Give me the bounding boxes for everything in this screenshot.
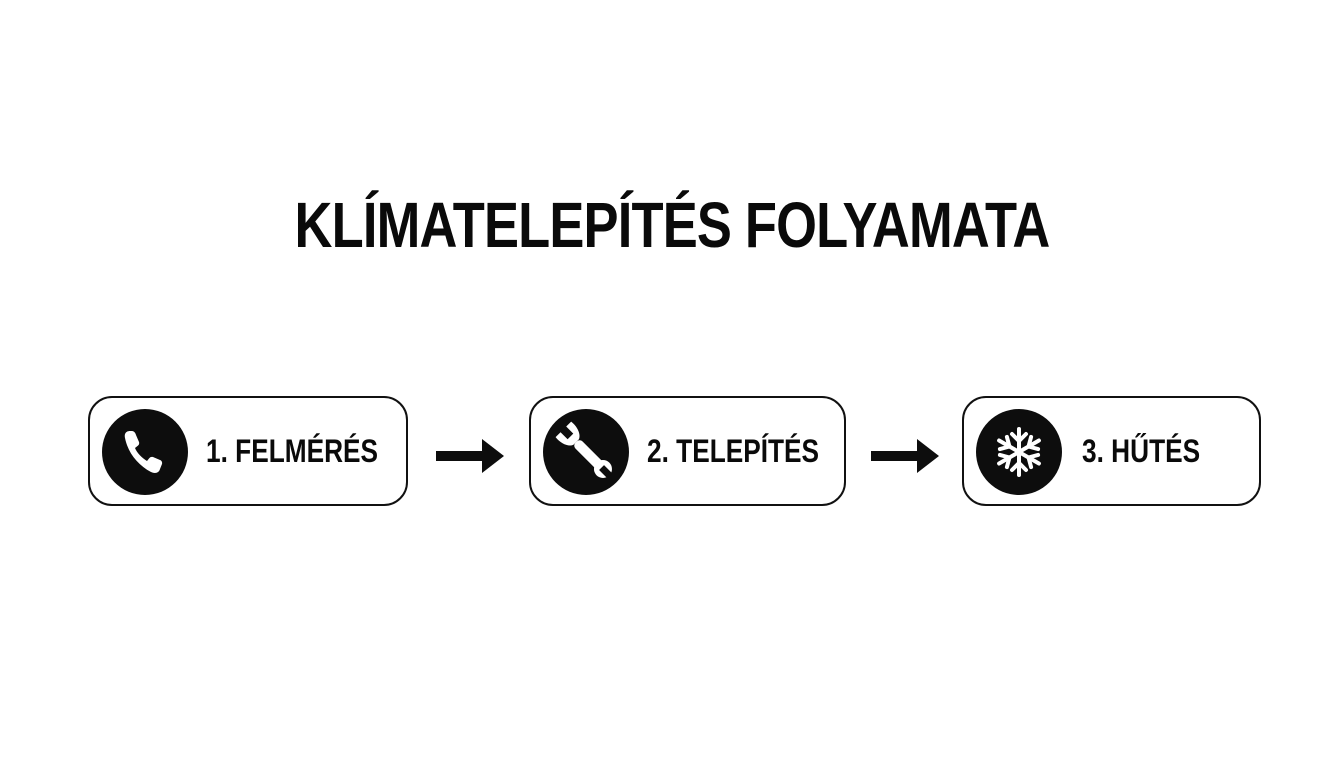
step-label: 1. FELMÉRÉS	[206, 433, 379, 469]
phone-icon	[124, 431, 163, 473]
snowflake-icon	[997, 427, 1041, 477]
snowflake-icon-badge	[976, 409, 1062, 495]
process-step-installation: 2. TELEPÍTÉS	[529, 396, 846, 506]
process-step-survey: 1. FELMÉRÉS	[88, 396, 408, 506]
wrench-icon	[555, 421, 613, 479]
arrow-right-icon	[871, 439, 939, 473]
step-label: 3. HŰTÉS	[1082, 433, 1201, 469]
wrench-icon-badge	[543, 409, 629, 495]
diagram-title: KLÍMATELEPÍTÉS FOLYAMATA	[294, 189, 1051, 261]
arrow-right-icon	[436, 439, 504, 473]
process-step-cooling: 3. HŰTÉS	[962, 396, 1261, 506]
step-label: 2. TELEPÍTÉS	[647, 433, 820, 469]
phone-icon-badge	[102, 409, 188, 495]
